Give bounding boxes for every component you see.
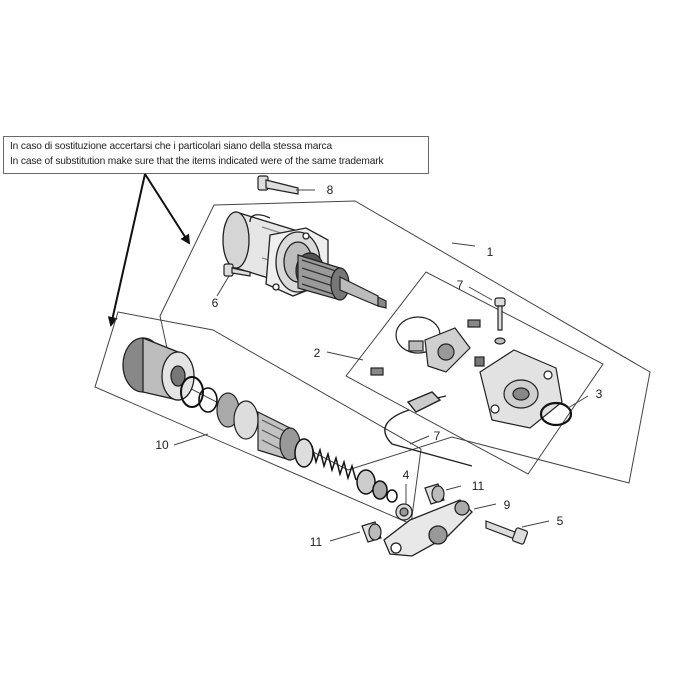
armature bbox=[295, 252, 387, 309]
callout-11-bottom: 11 bbox=[310, 535, 323, 549]
callout-7-top: 7 bbox=[457, 278, 464, 292]
callout-7-bottom: 7 bbox=[434, 429, 441, 443]
o-ring bbox=[539, 401, 573, 427]
end-cover bbox=[479, 349, 563, 429]
screw-7 bbox=[494, 297, 506, 345]
callout-6: 6 bbox=[212, 296, 219, 310]
bushing-11-top bbox=[424, 483, 445, 505]
spring bbox=[294, 438, 398, 503]
bushing-11-bottom bbox=[361, 521, 382, 543]
substitution-note: In caso di sostituzione accertarsi che i… bbox=[3, 136, 429, 174]
callout-9: 9 bbox=[504, 498, 511, 512]
leader-lines bbox=[173, 189, 589, 542]
pinion-gear bbox=[216, 392, 301, 461]
starter-motor-group-outline bbox=[159, 200, 651, 484]
screw-6 bbox=[223, 263, 251, 277]
starter-clutch bbox=[122, 337, 195, 401]
callout-3: 3 bbox=[596, 387, 603, 401]
callout-1: 1 bbox=[487, 245, 494, 259]
callout-2: 2 bbox=[314, 346, 321, 360]
brush-holder bbox=[370, 316, 485, 376]
callout-10: 10 bbox=[155, 438, 169, 452]
note-line-italian: In caso di sostituzione accertarsi che i… bbox=[10, 141, 332, 152]
screw-8 bbox=[257, 175, 299, 195]
callout-5: 5 bbox=[557, 514, 564, 528]
starter-drive-group-outline bbox=[94, 311, 422, 525]
callout-8: 8 bbox=[327, 183, 334, 197]
bushing-4 bbox=[395, 503, 413, 521]
wire-cable bbox=[384, 391, 473, 467]
support-bracket-9 bbox=[383, 499, 473, 557]
retaining-ring-1 bbox=[180, 376, 204, 408]
bolt-5 bbox=[485, 520, 529, 545]
retaining-ring-2 bbox=[198, 387, 218, 413]
note-arrows bbox=[107, 173, 191, 327]
callout-11-top: 11 bbox=[472, 479, 485, 493]
note-line-english: In case of substitution make sure that t… bbox=[10, 156, 384, 167]
callout-4: 4 bbox=[403, 468, 410, 482]
